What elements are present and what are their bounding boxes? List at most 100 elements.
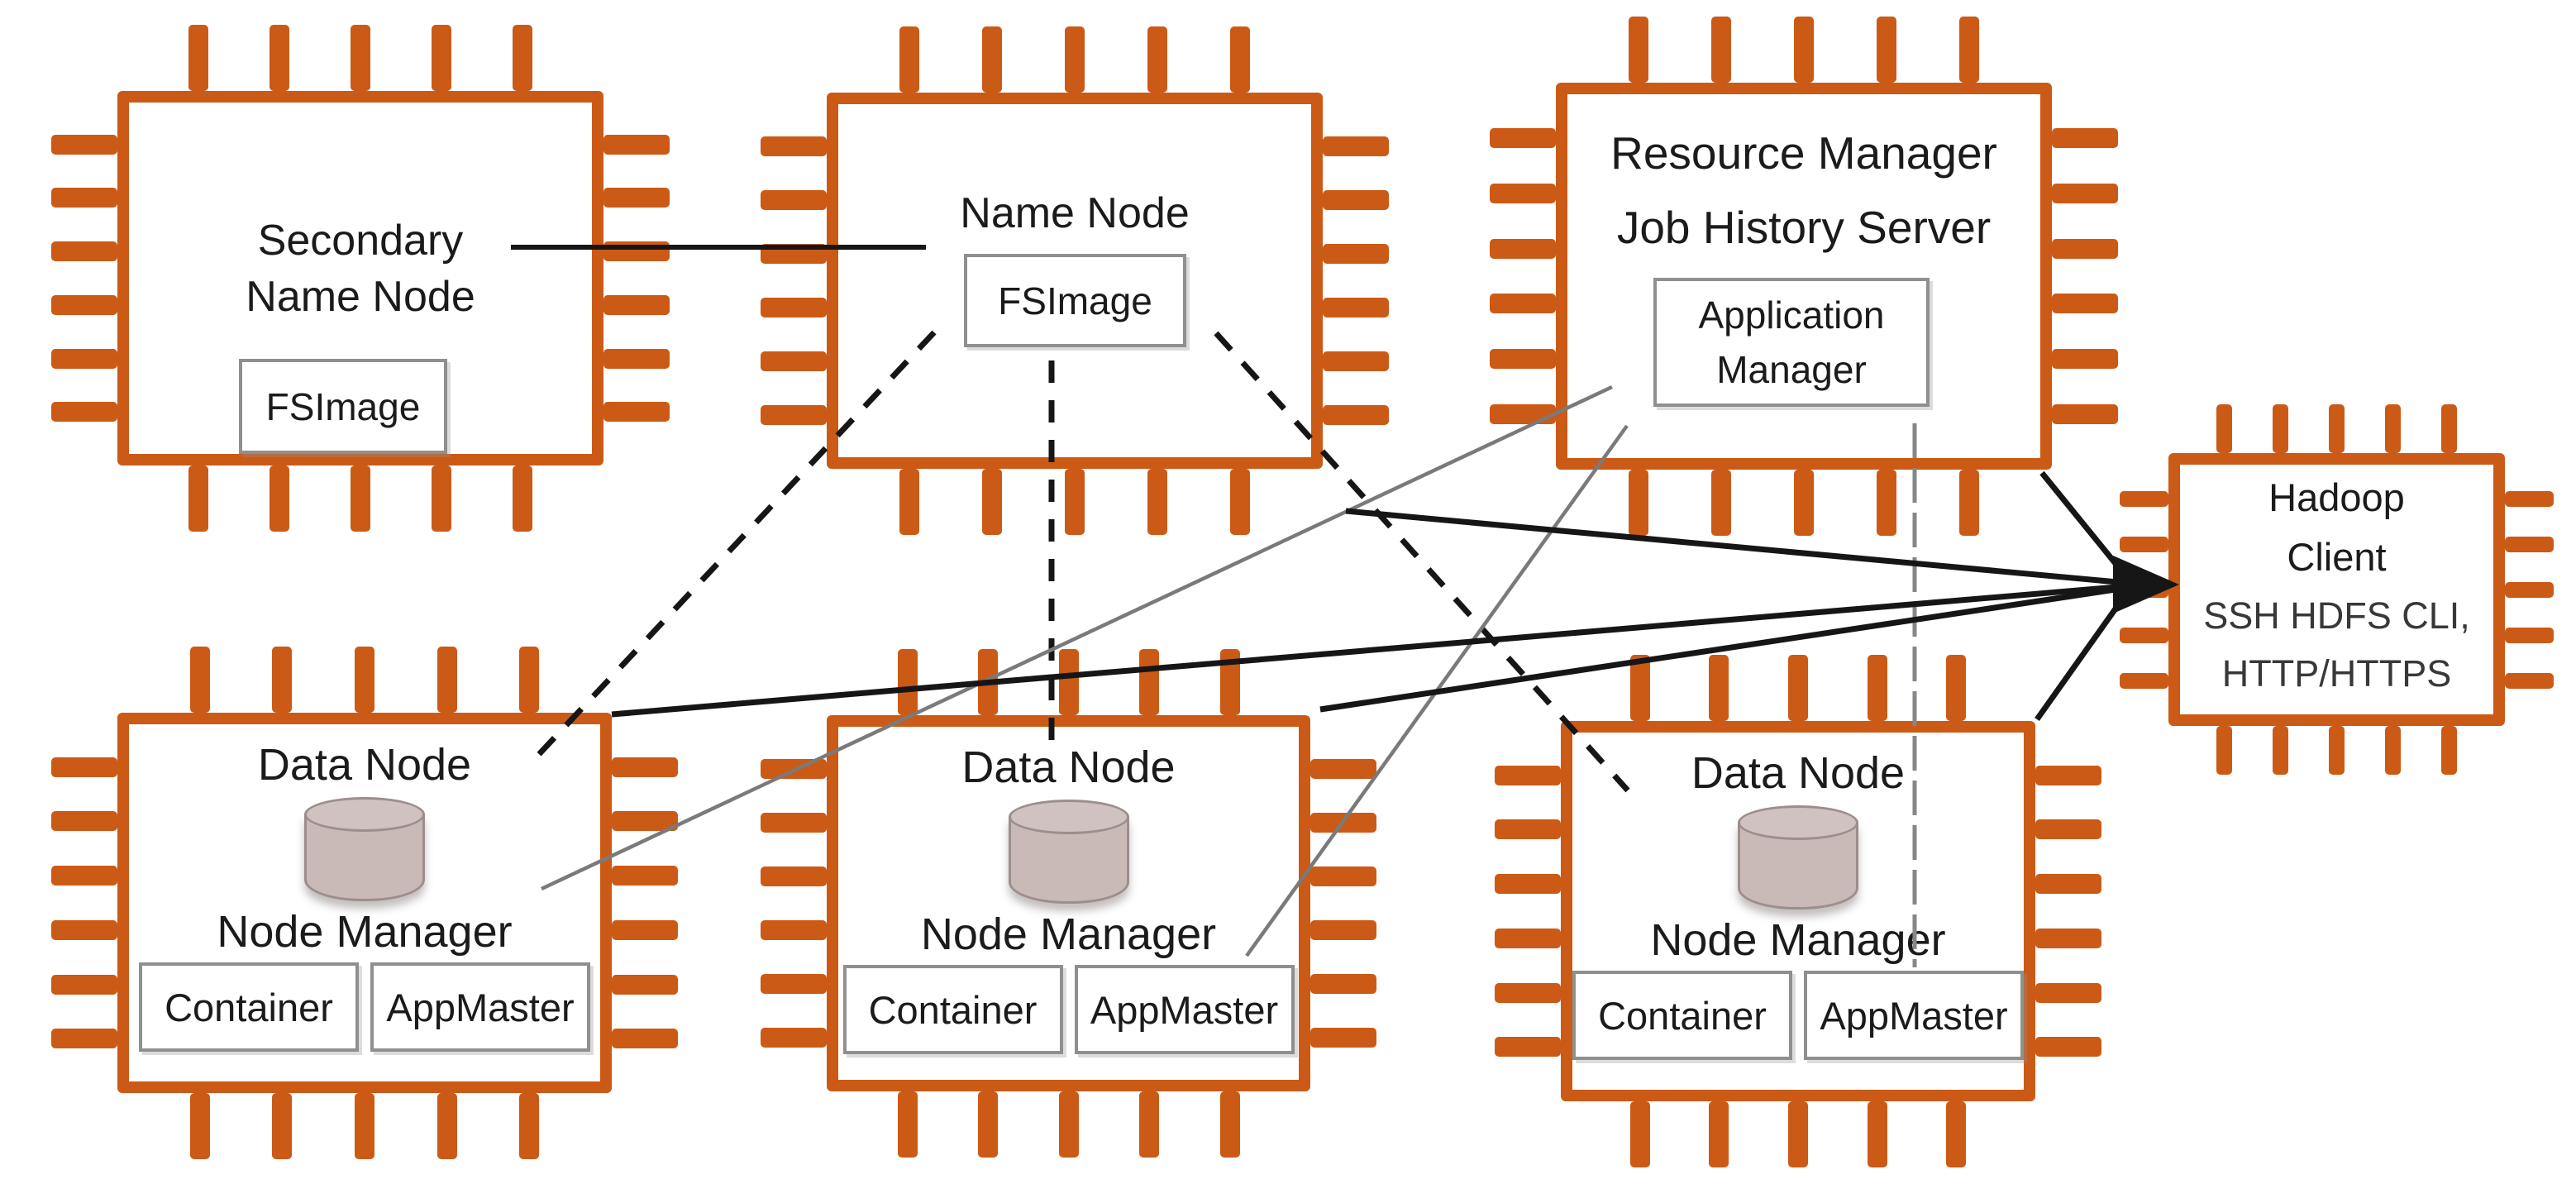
chip-pin <box>272 647 293 713</box>
chip-pin <box>1139 649 1159 715</box>
chip-pin <box>761 974 827 994</box>
chip-pin <box>2329 404 2345 453</box>
chip-pin <box>982 26 1002 93</box>
hadoop-client-protocols: SSH HDFS CLI, HTTP/HTTPS <box>2180 587 2493 703</box>
chip-pin <box>2505 581 2554 598</box>
chip-pin <box>513 25 532 91</box>
container-label: Container <box>165 985 333 1029</box>
chip-pin <box>189 1093 210 1159</box>
chip-pin <box>351 465 370 532</box>
chip-pin <box>1788 655 1808 721</box>
chip-pin <box>1495 982 1561 1003</box>
secondary-name-node-title-line1: Secondary <box>257 217 464 265</box>
chip-pin <box>603 241 670 262</box>
chip-pin <box>761 405 827 425</box>
chip-pin <box>51 188 117 208</box>
secondary-name-node-title: Secondary Name Node <box>129 212 592 325</box>
chip-pin <box>436 1093 457 1159</box>
chip-pin <box>189 647 210 713</box>
chip-pin <box>1495 874 1561 895</box>
chip-pin <box>2052 127 2118 148</box>
application-manager-box: Application Manager <box>1653 278 1930 407</box>
chip-pin <box>897 1091 918 1158</box>
container-box: Container <box>1572 971 1792 1060</box>
chip-pin <box>272 1093 293 1159</box>
chip-pin <box>2505 672 2554 689</box>
chip-pin <box>2052 404 2118 425</box>
data-node-3-title: Data Node <box>1691 748 1906 798</box>
chip-pin <box>612 866 678 886</box>
container-label: Container <box>1598 993 1767 1038</box>
chip-pin <box>519 1093 540 1159</box>
chip-pin <box>188 25 208 91</box>
chip-pin <box>2440 726 2457 775</box>
chip-pin <box>1310 974 1376 994</box>
chip-pin <box>761 813 827 833</box>
chip-pin <box>978 649 998 715</box>
chip-pin <box>436 647 457 713</box>
chip-pin <box>1490 183 1556 203</box>
fsimage-box: FSImage <box>964 254 1186 347</box>
chip-pin <box>1310 867 1376 886</box>
chip-pin <box>1323 405 1389 425</box>
chip-pin <box>1230 469 1250 535</box>
database-cylinder-icon <box>304 797 425 901</box>
chip-pin <box>270 25 289 91</box>
chip-pin <box>1065 26 1085 93</box>
chip-pin <box>1629 17 1648 83</box>
appmaster-label: AppMaster <box>1820 993 2008 1038</box>
hadoop-client-title: Hadoop Client <box>2180 468 2493 587</box>
chip-pin <box>1490 294 1556 314</box>
chip-pin <box>1490 238 1556 259</box>
chip-pin <box>1629 1101 1650 1167</box>
chip-pin <box>1490 127 1556 148</box>
node-manager-label: Node Manager <box>217 907 513 957</box>
chip-pin <box>1323 298 1389 317</box>
chip-pin <box>2273 404 2289 453</box>
data-node-2-title: Data Node <box>961 742 1176 792</box>
connection-dn3-client <box>2035 589 2130 722</box>
chip-pin <box>1495 765 1561 785</box>
chip-pin <box>1219 649 1240 715</box>
resource-manager-title-line1: Resource Manager <box>1610 127 1997 179</box>
chip-pin <box>1788 1101 1808 1167</box>
application-manager-label-line2: Manager <box>1716 348 1867 391</box>
chip-pin <box>1946 655 1967 721</box>
chip-pin <box>355 1093 374 1159</box>
chip-pin <box>351 25 370 91</box>
chip-pin <box>1490 349 1556 370</box>
chip-pin <box>1323 351 1389 371</box>
chip-pin <box>603 402 670 423</box>
chip-pin <box>1877 470 1896 536</box>
chip-pin <box>432 25 451 91</box>
chip-pin <box>1794 17 1814 83</box>
chip-pin <box>1219 1091 1240 1158</box>
chip-pin <box>612 757 678 777</box>
chip-pin <box>2052 294 2118 314</box>
resource-manager-title: Resource Manager Job History Server <box>1567 116 2040 265</box>
chip-pin <box>2505 536 2554 552</box>
chip-pin <box>2120 627 2168 643</box>
chip-pin <box>51 348 117 369</box>
chip-pin <box>612 1029 678 1049</box>
chip-pin <box>2505 490 2554 507</box>
chip-pin <box>761 1028 827 1048</box>
appmaster-label: AppMaster <box>1090 987 1279 1032</box>
hadoop-client-title-line1: Hadoop <box>2268 475 2405 519</box>
chip-pin <box>603 294 670 315</box>
data-node-1-chip: Data Node Node Manager Container AppMast… <box>51 647 678 1159</box>
chip-pin <box>2273 726 2289 775</box>
chip-pin <box>51 974 117 995</box>
connection-dn1-client <box>611 583 2127 718</box>
chip-pin <box>51 241 117 262</box>
chip-pin <box>603 188 670 208</box>
hadoop-client-chip: Hadoop Client SSH HDFS CLI, HTTP/HTTPS <box>2120 404 2554 775</box>
chip-pin <box>1867 1101 1887 1167</box>
chip-pin <box>982 469 1002 535</box>
database-cylinder-icon <box>1008 800 1129 904</box>
chip-pin <box>761 920 827 940</box>
hadoop-client-title-line2: Client <box>2287 535 2387 579</box>
chip-pin <box>519 647 540 713</box>
chip-pin <box>1310 759 1376 779</box>
chip-pin <box>2120 536 2168 552</box>
